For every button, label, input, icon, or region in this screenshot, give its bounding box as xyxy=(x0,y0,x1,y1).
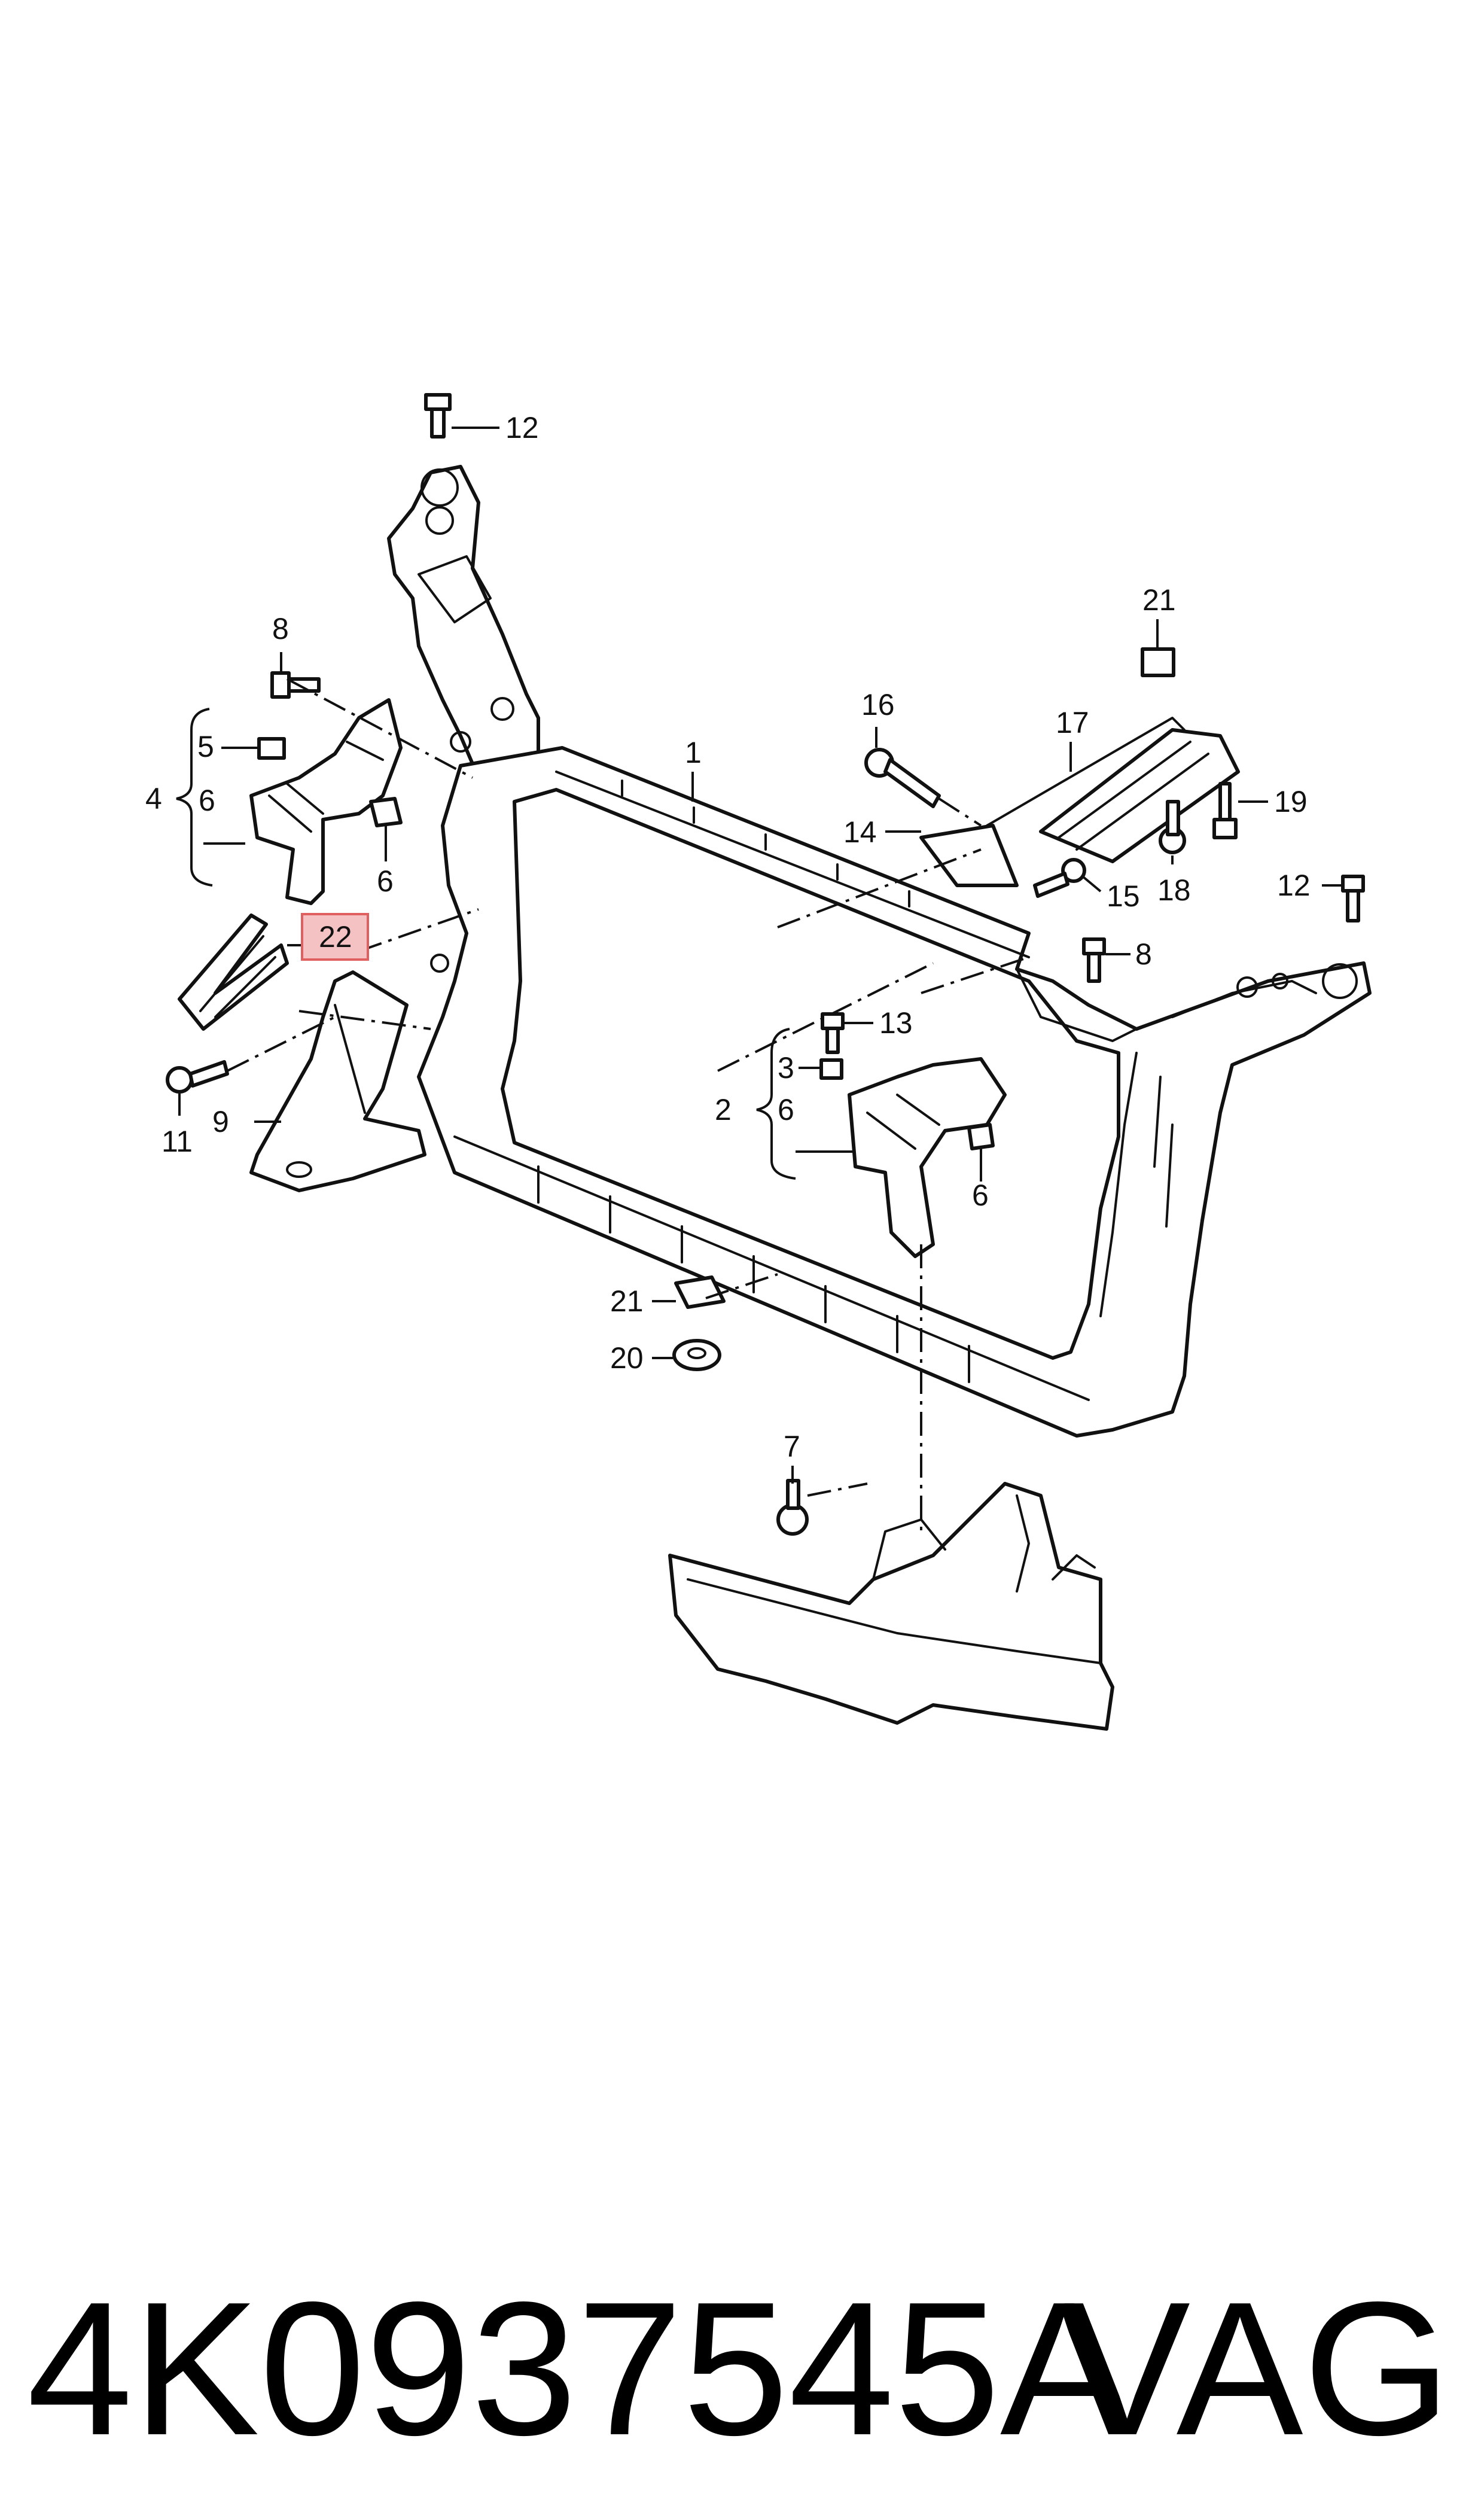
part-number: 4K0937545A xyxy=(27,2263,1128,2475)
callout-9: 9 xyxy=(212,1105,229,1138)
callout-labels: 12 8 4 5 6 6 22 9 11 1 16 14 15 17 21 18… xyxy=(145,411,1311,1463)
callout-8-left: 8 xyxy=(272,612,289,646)
clip-21-bottom xyxy=(674,1275,726,1309)
part-22-guide xyxy=(178,914,289,1031)
callout-5: 5 xyxy=(197,730,214,763)
callout-19: 19 xyxy=(1274,785,1308,818)
left-lock-bracket xyxy=(249,698,403,905)
callout-7: 7 xyxy=(784,1430,800,1463)
center-lock-bracket xyxy=(848,1057,1007,1258)
callout-12-top: 12 xyxy=(505,411,539,444)
bolt-12-right xyxy=(1341,875,1365,922)
callout-14: 14 xyxy=(843,815,877,849)
callout-1: 1 xyxy=(685,736,702,769)
bolt-8-left xyxy=(270,671,321,699)
bolt-19 xyxy=(1212,782,1238,839)
callout-6-left-a: 6 xyxy=(199,784,215,817)
bumper-bracket xyxy=(668,1482,1114,1731)
callout-6-center-b: 6 xyxy=(972,1179,989,1212)
callout-2: 2 xyxy=(715,1093,732,1126)
callout-6-center-a: 6 xyxy=(778,1093,794,1126)
callout-21-bottom: 21 xyxy=(610,1284,644,1318)
callout-6-left-b: 6 xyxy=(377,864,394,898)
callout-22: 22 xyxy=(319,920,352,954)
nut-20 xyxy=(672,1339,721,1371)
bolt-7 xyxy=(776,1479,809,1536)
leader-lines xyxy=(176,427,1343,1484)
bolt-15 xyxy=(1033,858,1086,898)
callout-11: 11 xyxy=(161,1125,193,1158)
bolt-13 xyxy=(821,1012,845,1054)
callout-12-right: 12 xyxy=(1277,869,1311,902)
callout-13: 13 xyxy=(879,1006,913,1040)
callout-4: 4 xyxy=(145,782,162,815)
front-end-carrier xyxy=(387,465,1372,1438)
callout-18: 18 xyxy=(1157,873,1191,907)
bolt-11 xyxy=(166,1060,229,1094)
part-9-bracket xyxy=(249,970,426,1192)
assembly-lines xyxy=(227,678,1029,1531)
callout-3: 3 xyxy=(778,1051,794,1085)
callout-17: 17 xyxy=(1056,706,1089,739)
clip-6-center xyxy=(967,1123,995,1150)
callout-15: 15 xyxy=(1107,879,1140,913)
clip-21-top xyxy=(1141,647,1175,677)
callout-20: 20 xyxy=(610,1341,644,1375)
bolt-16 xyxy=(864,748,941,808)
bolt-18 xyxy=(1159,800,1186,854)
brand-label: VAG xyxy=(1064,2263,1451,2475)
clip-5 xyxy=(257,737,286,760)
clip-3 xyxy=(819,1058,843,1080)
callout-21-top: 21 xyxy=(1142,583,1176,617)
callout-8-right: 8 xyxy=(1135,937,1152,971)
part-17-brace xyxy=(919,717,1240,887)
clip-6-left xyxy=(369,797,403,827)
bolt-12-top xyxy=(424,393,452,439)
callout-16: 16 xyxy=(861,688,895,721)
callout-22-highlight xyxy=(301,913,369,961)
bolt-8-right xyxy=(1082,937,1106,983)
